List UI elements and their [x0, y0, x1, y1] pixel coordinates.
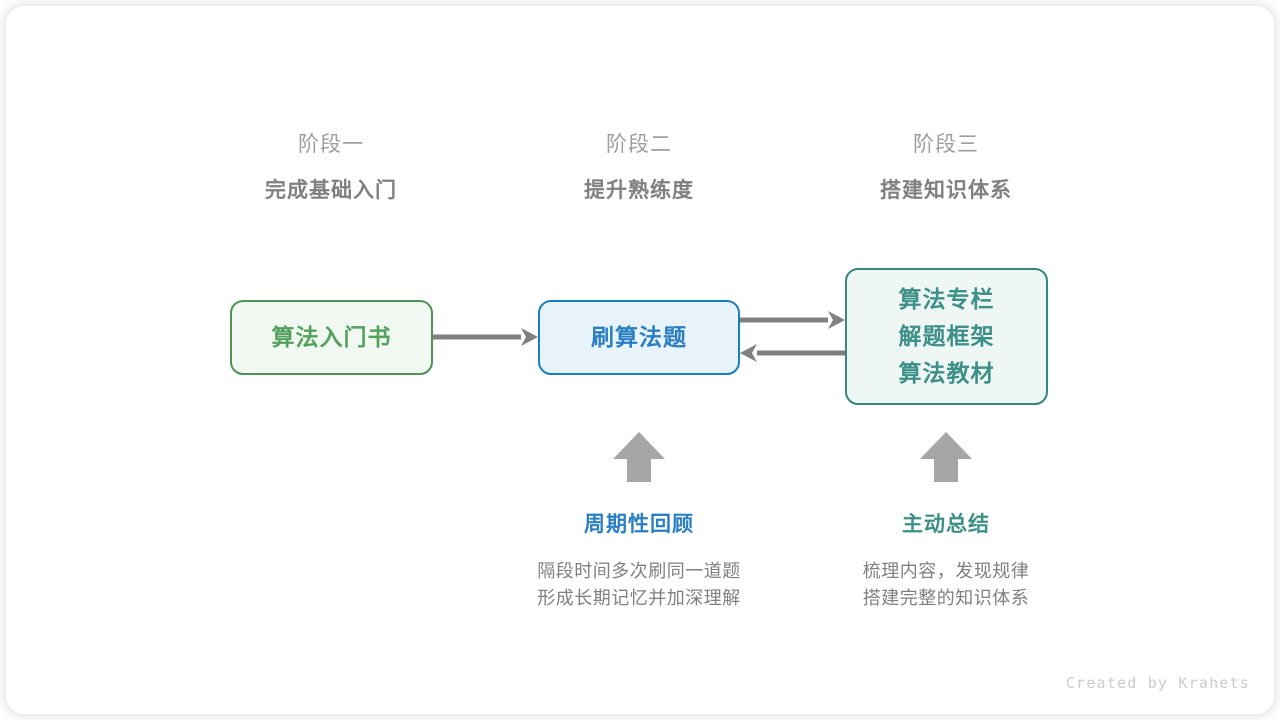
node-practice-line-1: 刷算法题 [591, 324, 687, 350]
node-practice-problems[interactable]: 刷算法题 [538, 300, 740, 375]
node-resources-line-3: 算法教材 [898, 360, 995, 386]
node-resources-line-1: 算法专栏 [898, 286, 995, 312]
caption-desc-review-line-2: 形成长期记忆并加深理解 [537, 588, 741, 608]
caption-periodic-review: 周期性回顾 隔段时间多次刷同一道题 形成长期记忆并加深理解 [489, 511, 789, 612]
stage-label-3: 阶段三 [913, 133, 979, 156]
caption-desc-review-line-1: 隔段时间多次刷同一道题 [537, 561, 741, 581]
stage-label-1: 阶段一 [298, 133, 364, 156]
node-resources-line-2: 解题框架 [898, 323, 995, 349]
caption-title-summary: 主动总结 [902, 513, 990, 536]
stage-heading-2: 阶段二 提升熟练度 [509, 130, 769, 206]
footer-credit: Created by Krahets [1065, 674, 1250, 692]
node-book-line-1: 算法入门书 [271, 324, 392, 350]
stage-label-2: 阶段二 [606, 133, 672, 156]
stage-heading-3: 阶段三 搭建知识体系 [816, 130, 1076, 206]
stage-heading-1: 阶段一 完成基础入门 [201, 130, 461, 206]
stage-title-1: 完成基础入门 [265, 179, 397, 202]
node-learning-resources[interactable]: 算法专栏 解题框架 算法教材 [845, 268, 1048, 405]
node-algorithm-intro-book[interactable]: 算法入门书 [230, 300, 433, 375]
caption-active-summary: 主动总结 梳理内容，发现规律 搭建完整的知识体系 [796, 511, 1096, 612]
caption-title-review: 周期性回顾 [584, 513, 694, 536]
stage-title-2: 提升熟练度 [584, 179, 694, 202]
caption-desc-summary-line-2: 搭建完整的知识体系 [862, 588, 1030, 608]
caption-desc-summary-line-1: 梳理内容，发现规律 [862, 561, 1030, 581]
stage-title-3: 搭建知识体系 [880, 179, 1012, 202]
